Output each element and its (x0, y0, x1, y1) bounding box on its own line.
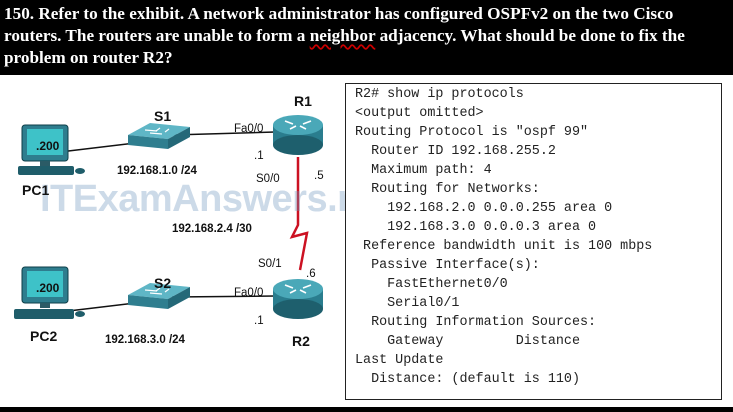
network-label-192-168-1-0: 192.168.1.0 /24 (117, 165, 197, 177)
r2-s0-ip-label: .6 (306, 268, 316, 280)
network-topology: ITExamAnswers.net .200 .200 PC1 PC2 S1 S… (0, 75, 393, 407)
router-r2-icon (273, 279, 323, 319)
r1-s0-ip-label: .5 (314, 170, 324, 182)
cli-line: Serial0/1 (355, 296, 460, 311)
cli-line: Gateway Distance (355, 334, 580, 349)
cli-line: Passive Interface(s): (355, 258, 540, 273)
serial-link-r1-r2 (289, 157, 309, 271)
spellcheck-word: neighbor (309, 26, 376, 45)
topology-svg (14, 115, 323, 319)
r2-fa-ip-label: .1 (254, 315, 264, 327)
cli-line: Routing Protocol is "ospf 99" (355, 125, 589, 140)
pc2-screen-label: .200 (36, 281, 60, 295)
pc1-screen-label: .200 (36, 139, 60, 153)
question-text: 150. Refer to the exhibit. A network adm… (4, 4, 685, 67)
cli-output-panel: R2# show ip protocols <output omitted> R… (345, 83, 722, 400)
r1-s0-interface-label: S0/0 (256, 173, 280, 185)
exhibit: ITExamAnswers.net .200 .200 PC1 PC2 S1 S… (0, 75, 733, 407)
r1-fa-interface-label: Fa0/0 (234, 123, 264, 135)
pc2-label: PC2 (30, 328, 58, 344)
cli-line: Distance: (default is 110) (355, 372, 580, 387)
r1-label: R1 (294, 93, 312, 109)
cli-line: R2# show ip protocols (355, 87, 524, 102)
watermark: ITExamAnswers.net (40, 178, 393, 220)
cli-line: 192.168.3.0 0.0.0.3 area 0 (355, 220, 597, 235)
network-label-192-168-3-0: 192.168.3.0 /24 (105, 334, 185, 346)
cli-line: Last Update (355, 353, 444, 368)
cli-line: Routing for Networks: (355, 182, 540, 197)
pc2-icon (14, 266, 85, 319)
pc1-icon (18, 124, 85, 175)
switch-s2-icon (128, 283, 190, 309)
s1-label: S1 (154, 108, 172, 124)
r2-s0-interface-label: S0/1 (258, 258, 282, 270)
cli-line: <output omitted> (355, 106, 484, 121)
network-label-192-168-2-4: 192.168.2.4 /30 (172, 223, 252, 235)
switch-s1-icon (128, 123, 190, 149)
s2-label: S2 (154, 275, 172, 291)
cli-line: Maximum path: 4 (355, 163, 492, 178)
cli-line: Routing Information Sources: (355, 315, 597, 330)
r2-label: R2 (292, 333, 310, 349)
cli-line: FastEthernet0/0 (355, 277, 508, 292)
r2-fa-interface-label: Fa0/0 (234, 287, 264, 299)
r1-fa-ip-label: .1 (254, 150, 264, 162)
cli-line: Reference bandwidth unit is 100 mbps (355, 239, 653, 254)
link-pc1-s1 (59, 142, 136, 153)
cli-line: Router ID 192.168.255.2 (355, 144, 556, 159)
pc1-label: PC1 (22, 182, 50, 198)
cli-line: 192.168.2.0 0.0.0.255 area 0 (355, 201, 613, 216)
router-r1-icon (273, 115, 323, 155)
